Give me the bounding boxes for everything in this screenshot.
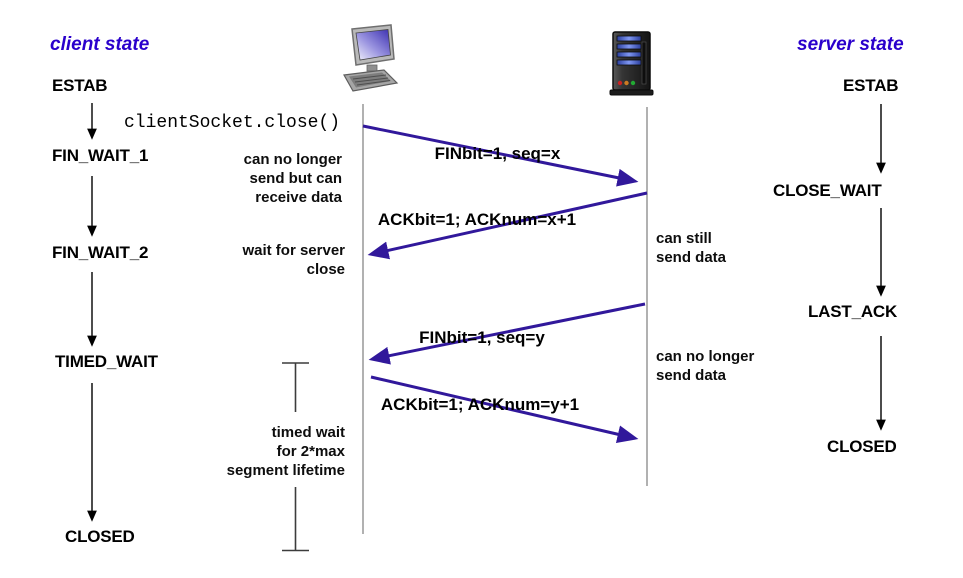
ack1-message-label: ACKbit=1; ACKnum=x+1 bbox=[377, 210, 577, 229]
client-state-estab: ESTAB bbox=[52, 76, 108, 95]
ack2-message-arrow bbox=[370, 375, 639, 444]
client-socket-close-call: clientSocket.close() bbox=[124, 113, 341, 133]
note-can-no-longer-send-data: can no longer send data bbox=[656, 348, 755, 384]
fin1-message-arrow bbox=[362, 124, 639, 187]
server-tower-icon bbox=[609, 31, 654, 96]
server-state-last-ack: LAST_ACK bbox=[808, 302, 898, 321]
client-state-fin-wait-1: FIN_WAIT_1 bbox=[52, 146, 149, 165]
server-state-closed: CLOSED bbox=[827, 437, 897, 456]
client-state-header: client state bbox=[50, 34, 150, 55]
server-state-close-wait: CLOSE_WAIT bbox=[773, 181, 882, 200]
note-can-no-longer-send: can no longer send but can receive data bbox=[243, 151, 342, 206]
fin2-message-arrow bbox=[368, 302, 646, 365]
server-state-header: server state bbox=[797, 34, 904, 55]
client-state-closed: CLOSED bbox=[65, 527, 135, 546]
client-state-timed-wait: TIMED_WAIT bbox=[55, 352, 158, 371]
fin2-message-label: FINbit=1, seq=y bbox=[419, 328, 545, 347]
fin1-message-label: FINbit=1, seq=x bbox=[434, 144, 561, 163]
note-can-still-send-data: can still send data bbox=[656, 230, 727, 266]
ack2-message-label: ACKbit=1; ACKnum=y+1 bbox=[380, 395, 580, 414]
note-timed-wait-lifetime: timed wait for 2*max segment lifetime bbox=[226, 424, 345, 479]
timed-wait-bracket bbox=[282, 362, 309, 552]
note-wait-for-server-close: wait for server close bbox=[242, 242, 345, 278]
desktop-computer-icon bbox=[343, 24, 399, 92]
client-state-fin-wait-2: FIN_WAIT_2 bbox=[52, 243, 149, 262]
server-state-estab: ESTAB bbox=[843, 76, 899, 95]
ack1-message-arrow bbox=[367, 191, 648, 260]
